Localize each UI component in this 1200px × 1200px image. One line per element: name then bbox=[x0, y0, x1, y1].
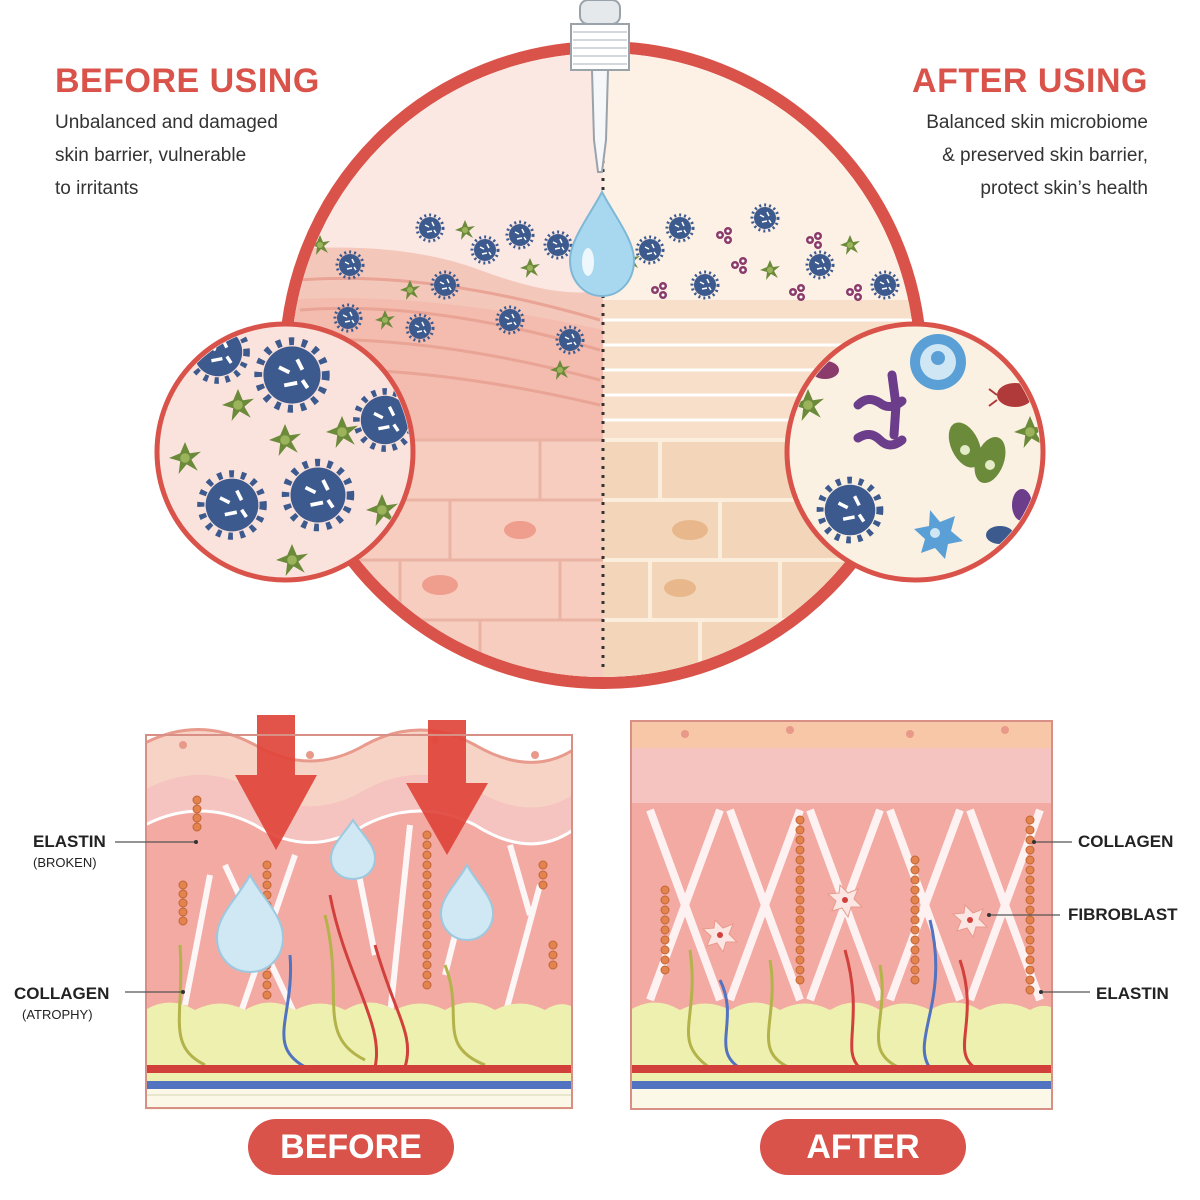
before-button: BEFORE bbox=[248, 1119, 454, 1175]
after-using-title: AFTER USING bbox=[912, 62, 1148, 100]
before-using-title: BEFORE USING bbox=[55, 62, 320, 100]
label-fibroblast-after: FIBROBLAST bbox=[1068, 905, 1178, 924]
before-desc-line-3: to irritants bbox=[55, 178, 139, 199]
skin-barrier-illustration bbox=[154, 0, 1046, 689]
label-collagen-atrophy-note: (ATROPHY) bbox=[22, 1007, 93, 1022]
after-desc-line-1: Balanced skin microbiome bbox=[926, 112, 1148, 133]
after-using-description: Balanced skin microbiome & preserved ski… bbox=[926, 106, 1148, 205]
before-desc-line-2: skin barrier, vulnerable bbox=[55, 145, 247, 166]
label-collagen-before: COLLAGEN bbox=[14, 984, 110, 1003]
label-elastin-broken-note: (BROKEN) bbox=[33, 855, 97, 870]
before-using-description: Unbalanced and damaged skin barrier, vul… bbox=[55, 106, 278, 205]
label-collagen-after: COLLAGEN bbox=[1078, 832, 1174, 851]
before-skin-cross-section bbox=[145, 715, 573, 1110]
after-skin-cross-section bbox=[630, 720, 1053, 1110]
after-button: AFTER bbox=[760, 1119, 966, 1175]
label-elastin-after: ELASTIN bbox=[1096, 984, 1169, 1003]
after-desc-line-3: protect skin’s health bbox=[980, 178, 1148, 199]
label-leader-lines bbox=[115, 840, 1090, 994]
before-desc-line-1: Unbalanced and damaged bbox=[55, 112, 278, 133]
after-desc-line-2: & preserved skin barrier, bbox=[942, 145, 1148, 166]
label-elastin-before: ELASTIN bbox=[33, 832, 106, 851]
